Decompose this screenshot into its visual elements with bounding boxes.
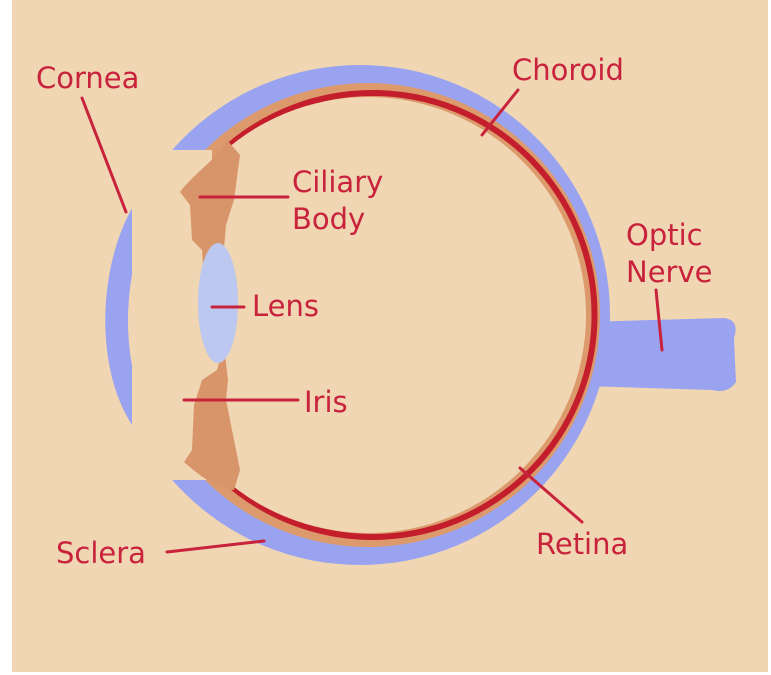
- retina-label: Retina: [536, 527, 628, 561]
- eye-diagram: Cornea Choroid Ciliary Body Optic Nerve …: [12, 0, 768, 675]
- lens: [198, 243, 238, 363]
- lens-label: Lens: [252, 289, 319, 323]
- cornea-label: Cornea: [36, 61, 139, 95]
- ciliary-label-line2: Body: [292, 202, 365, 236]
- ciliary-label-line1: Ciliary: [292, 165, 383, 199]
- iris-label: Iris: [304, 385, 348, 419]
- eye-diagram-svg: Cornea Choroid Ciliary Body Optic Nerve …: [12, 0, 771, 675]
- optic-label-line1: Optic: [626, 218, 703, 252]
- optic-label-line2: Nerve: [626, 255, 712, 289]
- sclera-label: Sclera: [56, 536, 146, 570]
- choroid-label: Choroid: [512, 53, 624, 87]
